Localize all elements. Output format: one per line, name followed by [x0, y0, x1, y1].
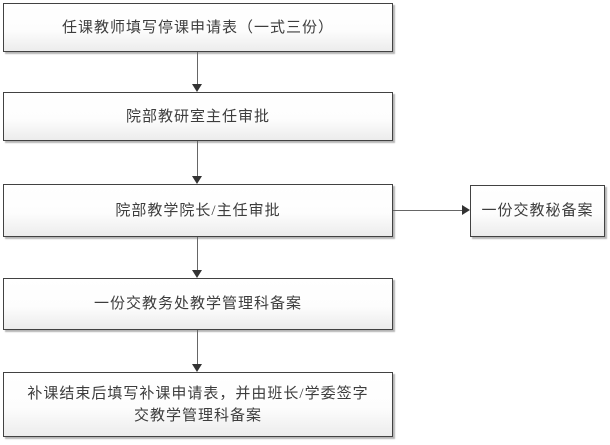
connector-line-step4-step5 [197, 330, 198, 364]
flow-node-step5-label: 补课结束后填写补课申请表，并由班长/学委签字 交教学管理科备案 [27, 385, 369, 424]
connector-line-step3-step4 [197, 237, 198, 270]
flow-node-step2-label: 院部教研室主任审批 [125, 108, 270, 125]
flow-node-step5: 补课结束后填写补课申请表，并由班长/学委签字 交教学管理科备案 [3, 372, 393, 437]
flow-node-side-label: 一份交教秘备案 [481, 203, 594, 219]
flow-node-side: 一份交教秘备案 [470, 185, 605, 237]
arrow-down-icon [192, 176, 202, 184]
arrow-down-icon [192, 364, 202, 372]
connector-line-step1-step2 [197, 52, 198, 84]
arrow-right-icon [462, 205, 470, 215]
connector-line-step2-step3 [197, 141, 198, 176]
flow-node-step1: 任课教师填写停课申请表（一式三份） [3, 3, 393, 52]
flow-node-step4-label: 一份交教务处教学管理科备案 [93, 296, 302, 312]
flow-node-step3-label: 院部教学院长/主任审批 [115, 202, 281, 219]
flow-node-step2: 院部教研室主任审批 [3, 92, 393, 141]
flow-node-step3: 院部教学院长/主任审批 [3, 184, 393, 237]
flow-node-step4: 一份交教务处教学管理科备案 [3, 278, 393, 330]
connector-line-step3-side [393, 210, 462, 211]
arrow-down-icon [192, 270, 202, 278]
flow-node-step1-label: 任课教师填写停课申请表（一式三份） [61, 19, 334, 36]
arrow-down-icon [192, 84, 202, 92]
